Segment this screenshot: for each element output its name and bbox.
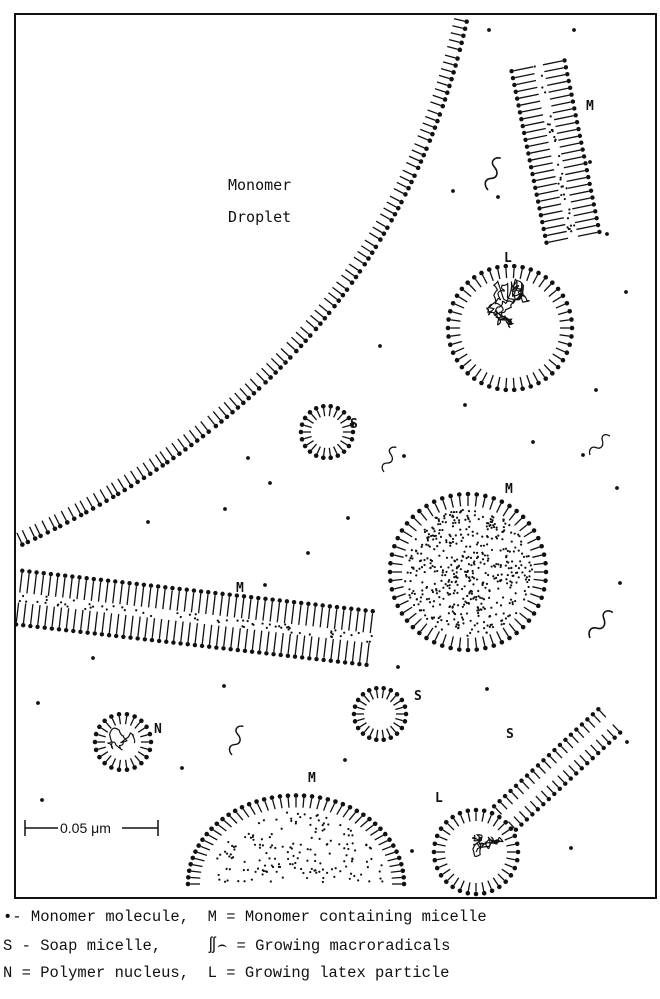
monomer-molecule — [605, 232, 609, 236]
monomer-molecule — [569, 846, 573, 850]
monomer-molecule — [410, 849, 414, 853]
monomer-molecule — [306, 551, 310, 555]
label-latex-top: L — [504, 251, 512, 266]
macroradical-squiggle — [228, 724, 244, 756]
monomer-molecule — [487, 28, 491, 32]
scale-bar-label: 0.05 μm — [60, 820, 111, 836]
monomer-molecule — [463, 403, 467, 407]
monomer-molecule — [572, 28, 576, 32]
half-micelle-bottom — [186, 793, 407, 886]
monomer-molecule — [594, 388, 598, 392]
latex-particle-tail — [492, 707, 622, 832]
monomer-molecule — [624, 290, 628, 294]
monomer-molecule — [402, 454, 406, 458]
growing-macroradicals — [228, 156, 613, 756]
macroradical-squiggle — [484, 156, 501, 191]
label-micelle-bottom: M — [308, 771, 316, 786]
label-soap-tail: S — [506, 727, 514, 742]
monomer-molecule — [263, 583, 267, 587]
monomer-droplet-surface — [17, 19, 469, 547]
monomer-molecule — [36, 701, 40, 705]
monomer-molecule — [268, 481, 272, 485]
label-micelle-left: M — [236, 581, 244, 596]
monomer-molecule — [618, 581, 622, 585]
monomer-molecule — [223, 507, 227, 511]
monomer-molecule — [615, 486, 619, 490]
macroradical-squiggle — [586, 608, 613, 641]
monomer-molecule — [531, 440, 535, 444]
monomer-molecule — [378, 344, 382, 348]
monomer-molecule — [343, 758, 347, 762]
rod-micelle-left — [14, 569, 375, 668]
droplet-label-line1: Monomer — [228, 176, 291, 194]
monomer-molecule — [396, 665, 400, 669]
label-micelle-top: M — [586, 99, 594, 114]
droplet-label-line2: Droplet — [228, 208, 291, 226]
label-nucleus: N — [154, 722, 162, 737]
monomer-molecule — [40, 798, 44, 802]
label-micelle-middle: M — [505, 482, 513, 497]
label-latex-bottom: L — [435, 791, 443, 806]
monomer-molecule — [625, 740, 629, 744]
macroradical-squiggle — [587, 432, 610, 457]
legend-line-3: N = Polymer nucleus, L = Growing latex p… — [3, 964, 449, 982]
monomer-molecule — [222, 684, 226, 688]
monomer-molecule — [180, 766, 184, 770]
monomer-molecule — [496, 195, 500, 199]
monomer-molecule — [588, 160, 592, 164]
monomer-molecule — [451, 189, 455, 193]
label-soap-upper: S — [350, 417, 358, 432]
monomer-molecule — [581, 453, 585, 457]
monomer-molecule — [485, 687, 489, 691]
macroradical-squiggle — [381, 445, 397, 473]
monomer-molecule — [146, 520, 150, 524]
rod-micelle-top-right — [509, 58, 601, 245]
free-monomer-molecules — [36, 28, 629, 853]
legend-line-1: •- Monomer molecule, M = Monomer contain… — [3, 908, 487, 926]
monomer-molecule — [346, 516, 350, 520]
monomer-molecule — [246, 456, 250, 460]
monomer-molecule — [91, 656, 95, 660]
label-soap-lower: S — [414, 689, 422, 704]
legend-line-2: S - Soap micelle, ∬⌢ = Growing macroradi… — [3, 936, 450, 955]
